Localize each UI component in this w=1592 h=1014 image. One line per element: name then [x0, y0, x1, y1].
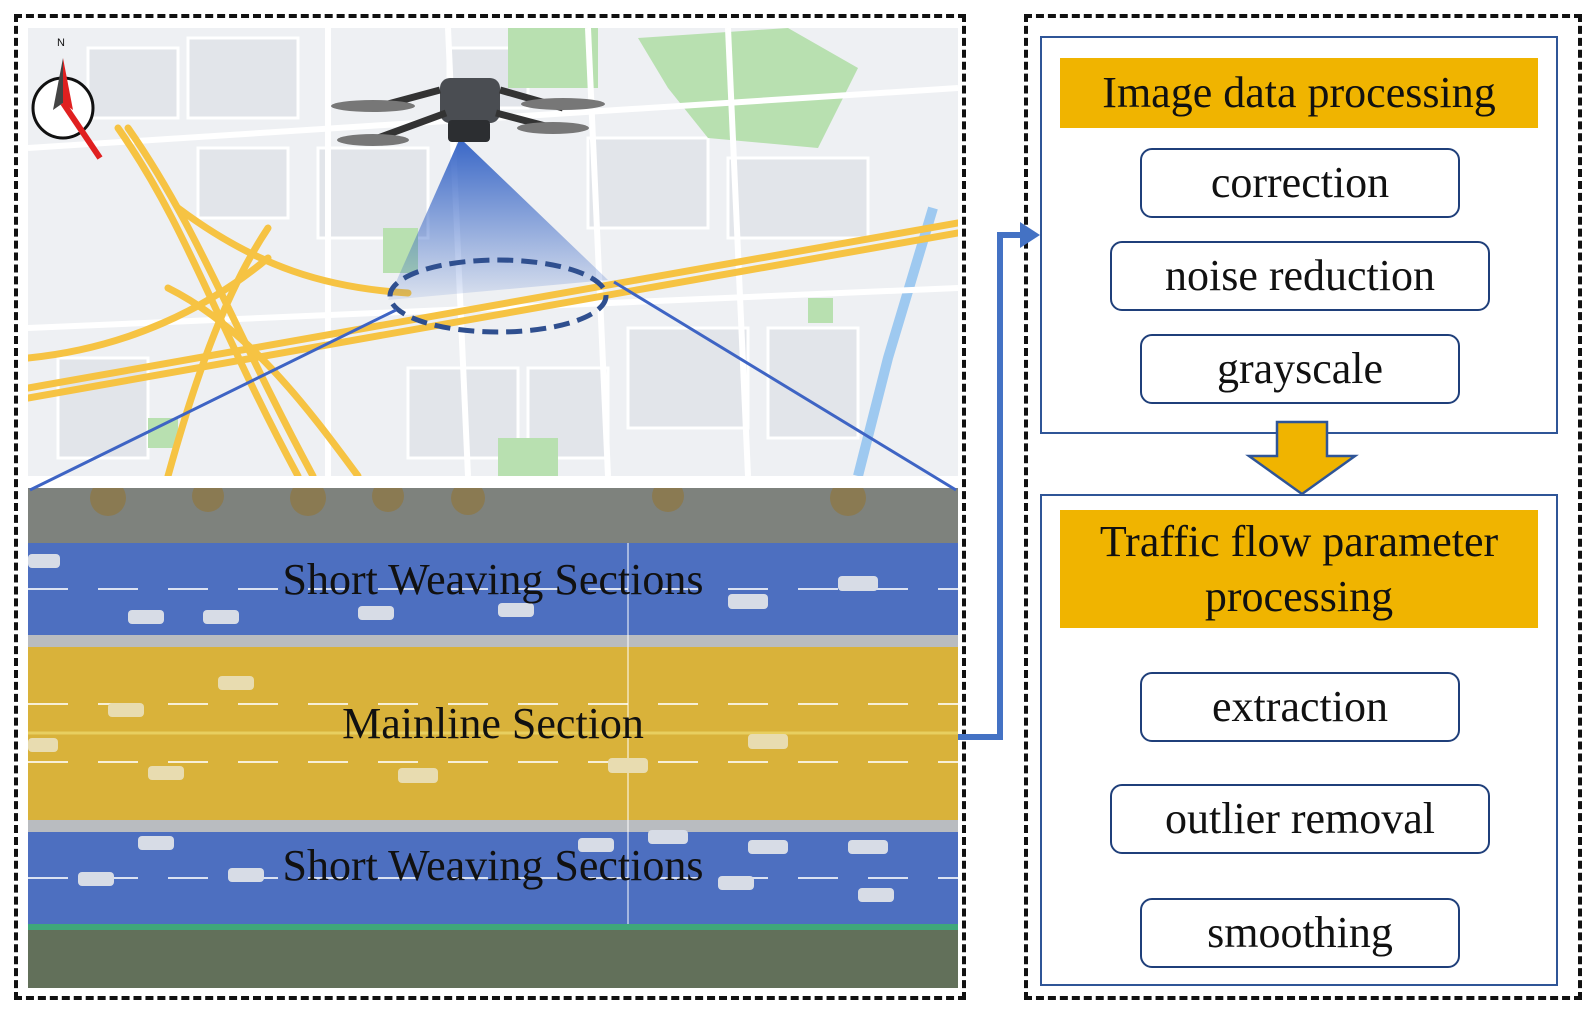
- traffic-title-line2: processing: [1204, 572, 1394, 621]
- zoom-line-right: [613, 280, 957, 492]
- step-smoothing: smoothing: [1140, 898, 1460, 968]
- image-processing-title: Image data processing: [1060, 58, 1538, 128]
- step-correction: correction: [1140, 148, 1460, 218]
- step-noise-reduction: noise reduction: [1110, 241, 1490, 311]
- compass-north-label: N: [57, 37, 65, 49]
- flow-arrow-head-icon: [1020, 222, 1040, 248]
- road-graphic: [28, 488, 958, 988]
- flow-arrow-line: [958, 232, 1024, 740]
- compass-icon: [31, 58, 103, 160]
- right-panel-frame: [1024, 14, 1582, 1000]
- step-extraction: extraction: [1140, 672, 1460, 742]
- step-grayscale: grayscale: [1140, 334, 1460, 404]
- left-panel-frame: [14, 14, 966, 1000]
- upper-weaving-label: Short Weaving Sections: [282, 555, 704, 604]
- traffic-title-line1: Traffic flow parameter: [1099, 517, 1499, 566]
- aerial-road-view: Short Weaving Sections Mainline Section …: [28, 488, 958, 988]
- step-outlier-removal: outlier removal: [1110, 784, 1490, 854]
- down-arrow-icon: [1245, 420, 1359, 496]
- zoom-line-left: [29, 308, 397, 492]
- drone-icon: [331, 78, 605, 146]
- lower-weaving-label: Short Weaving Sections: [282, 841, 704, 890]
- traffic-processing-title: Traffic flow parameter processing: [1060, 510, 1538, 628]
- map-graphic: N: [28, 28, 958, 476]
- mainline-label: Mainline Section: [342, 699, 644, 748]
- map-view: N: [28, 28, 958, 476]
